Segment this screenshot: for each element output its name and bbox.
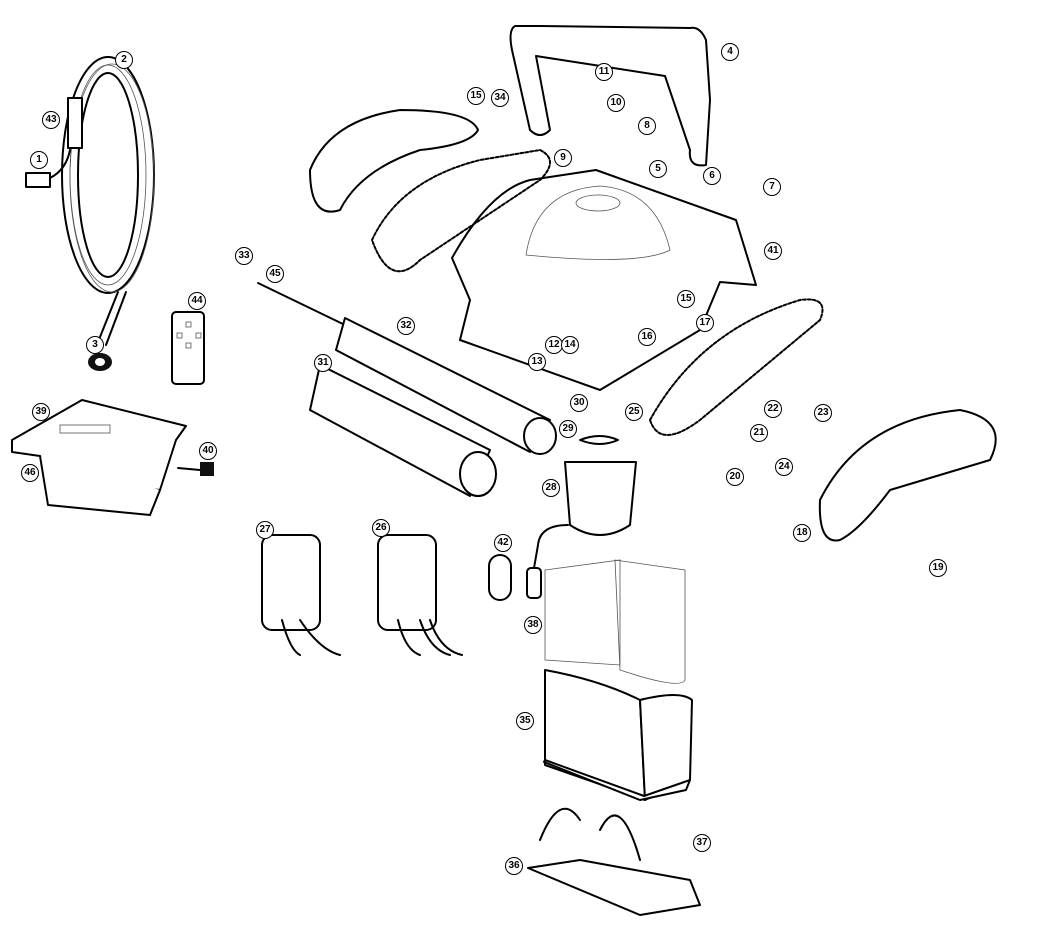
callout-3: 3 bbox=[86, 336, 104, 354]
callout-42: 42 bbox=[494, 534, 512, 552]
brushes-drawing bbox=[257, 282, 557, 497]
callout-20: 20 bbox=[726, 468, 744, 486]
callout-29: 29 bbox=[559, 420, 577, 438]
callout-46: 46 bbox=[21, 464, 39, 482]
callout-23: 23 bbox=[814, 404, 832, 422]
callout-10: 10 bbox=[607, 94, 625, 112]
callout-1: 1 bbox=[30, 151, 48, 169]
callout-7: 7 bbox=[763, 178, 781, 196]
callout-34: 34 bbox=[491, 89, 509, 107]
body-drawing bbox=[451, 169, 757, 391]
callout-39: 39 bbox=[32, 403, 50, 421]
callout-15a: 15 bbox=[467, 87, 485, 105]
callout-31: 31 bbox=[314, 354, 332, 372]
handle-drawing bbox=[509, 25, 711, 167]
callout-27: 27 bbox=[256, 521, 274, 539]
callout-14: 14 bbox=[561, 336, 579, 354]
cable-coil-drawing bbox=[25, 56, 155, 371]
callout-41: 41 bbox=[764, 242, 782, 260]
pump-motor-drawing bbox=[488, 435, 637, 601]
callout-28: 28 bbox=[542, 479, 560, 497]
callout-19: 19 bbox=[929, 559, 947, 577]
callout-24: 24 bbox=[775, 458, 793, 476]
callout-26: 26 bbox=[372, 519, 390, 537]
callout-37: 37 bbox=[693, 834, 711, 852]
callout-15b: 15 bbox=[677, 290, 695, 308]
callout-45: 45 bbox=[266, 265, 284, 283]
callout-44: 44 bbox=[188, 292, 206, 310]
callout-11: 11 bbox=[595, 63, 613, 81]
callout-4: 4 bbox=[721, 43, 739, 61]
callout-35: 35 bbox=[516, 712, 534, 730]
callout-17: 17 bbox=[696, 314, 714, 332]
callout-2: 2 bbox=[115, 51, 133, 69]
callout-22: 22 bbox=[764, 400, 782, 418]
callout-36: 36 bbox=[505, 857, 523, 875]
callout-9: 9 bbox=[554, 149, 572, 167]
callout-40: 40 bbox=[199, 442, 217, 460]
callout-33: 33 bbox=[235, 247, 253, 265]
callout-5: 5 bbox=[649, 160, 667, 178]
callout-6: 6 bbox=[703, 167, 721, 185]
tracks-drawing bbox=[309, 109, 997, 542]
power-supply-drawing bbox=[11, 399, 214, 516]
callout-25: 25 bbox=[625, 403, 643, 421]
callout-21: 21 bbox=[750, 424, 768, 442]
callout-30: 30 bbox=[570, 394, 588, 412]
callout-38: 38 bbox=[524, 616, 542, 634]
callout-43: 43 bbox=[42, 111, 60, 129]
callout-18: 18 bbox=[793, 524, 811, 542]
callout-16: 16 bbox=[638, 328, 656, 346]
callout-13: 13 bbox=[528, 353, 546, 371]
drive-motors-drawing bbox=[261, 534, 463, 656]
remote-drawing bbox=[171, 311, 205, 385]
filter-drawing bbox=[527, 559, 701, 916]
callout-32: 32 bbox=[397, 317, 415, 335]
callout-8: 8 bbox=[638, 117, 656, 135]
